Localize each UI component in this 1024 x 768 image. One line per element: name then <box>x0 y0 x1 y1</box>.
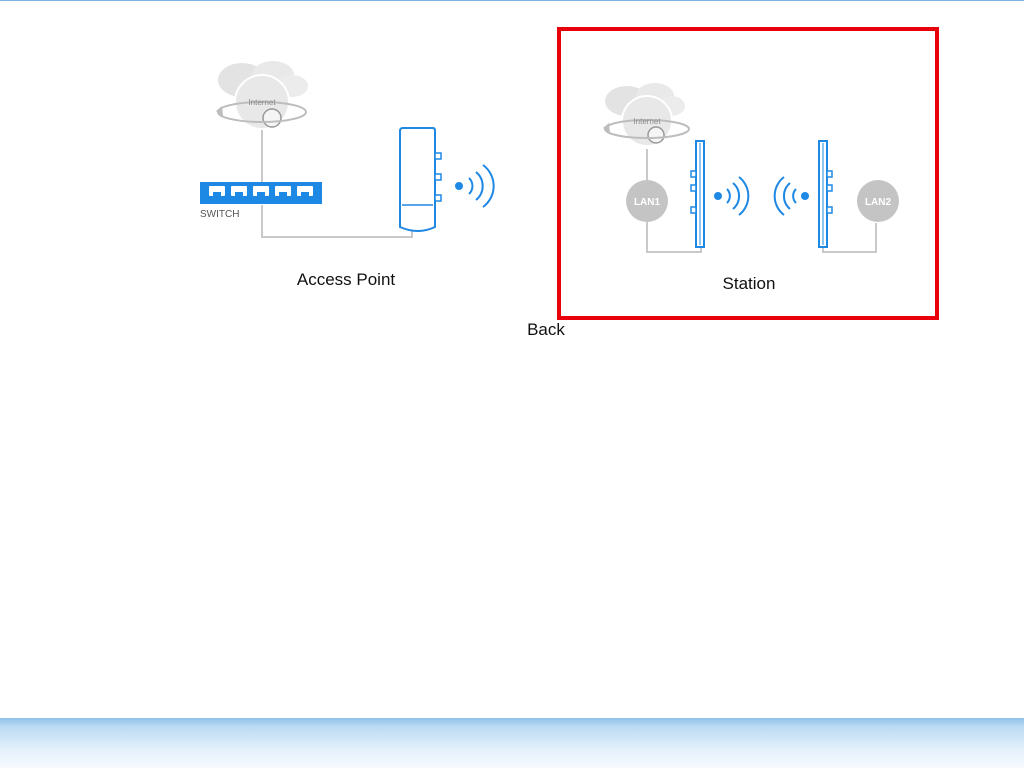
station-diagram: Internet LAN1 LAN2 <box>603 83 899 253</box>
access-point-diagram: Internet SWITCH <box>200 61 495 238</box>
station-internet-label: Internet <box>633 117 661 126</box>
wifi-signal-icon <box>455 164 495 208</box>
network-switch-icon: SWITCH <box>200 182 322 220</box>
cpe-device-icon <box>690 140 705 248</box>
station-label: Station <box>722 274 776 293</box>
lan2-label: LAN2 <box>865 197 892 208</box>
lan1-label: LAN1 <box>634 197 661 208</box>
access-point-label: Access Point <box>296 270 396 289</box>
footer-bar <box>0 718 1024 768</box>
station-wires <box>646 149 877 253</box>
back-button[interactable]: Back <box>527 320 565 339</box>
access-point-mode-option[interactable]: Internet SWITCH <box>180 50 510 300</box>
cpe-device-icon <box>818 140 833 248</box>
ap-wires <box>261 130 413 238</box>
top-border <box>0 0 1024 1</box>
ap-internet-label: Internet <box>248 98 276 107</box>
lan-node-icon: LAN1 <box>626 180 668 222</box>
wifi-signal-icon <box>714 176 750 216</box>
switch-label: SWITCH <box>200 209 239 220</box>
lan-node-icon: LAN2 <box>857 180 899 222</box>
cpe-device-icon <box>399 127 442 232</box>
internet-cloud-icon: Internet <box>216 61 308 130</box>
internet-cloud-icon: Internet <box>603 83 690 147</box>
station-mode-option[interactable]: Internet LAN1 LAN2 <box>557 27 939 320</box>
wifi-signal-icon <box>773 176 809 216</box>
